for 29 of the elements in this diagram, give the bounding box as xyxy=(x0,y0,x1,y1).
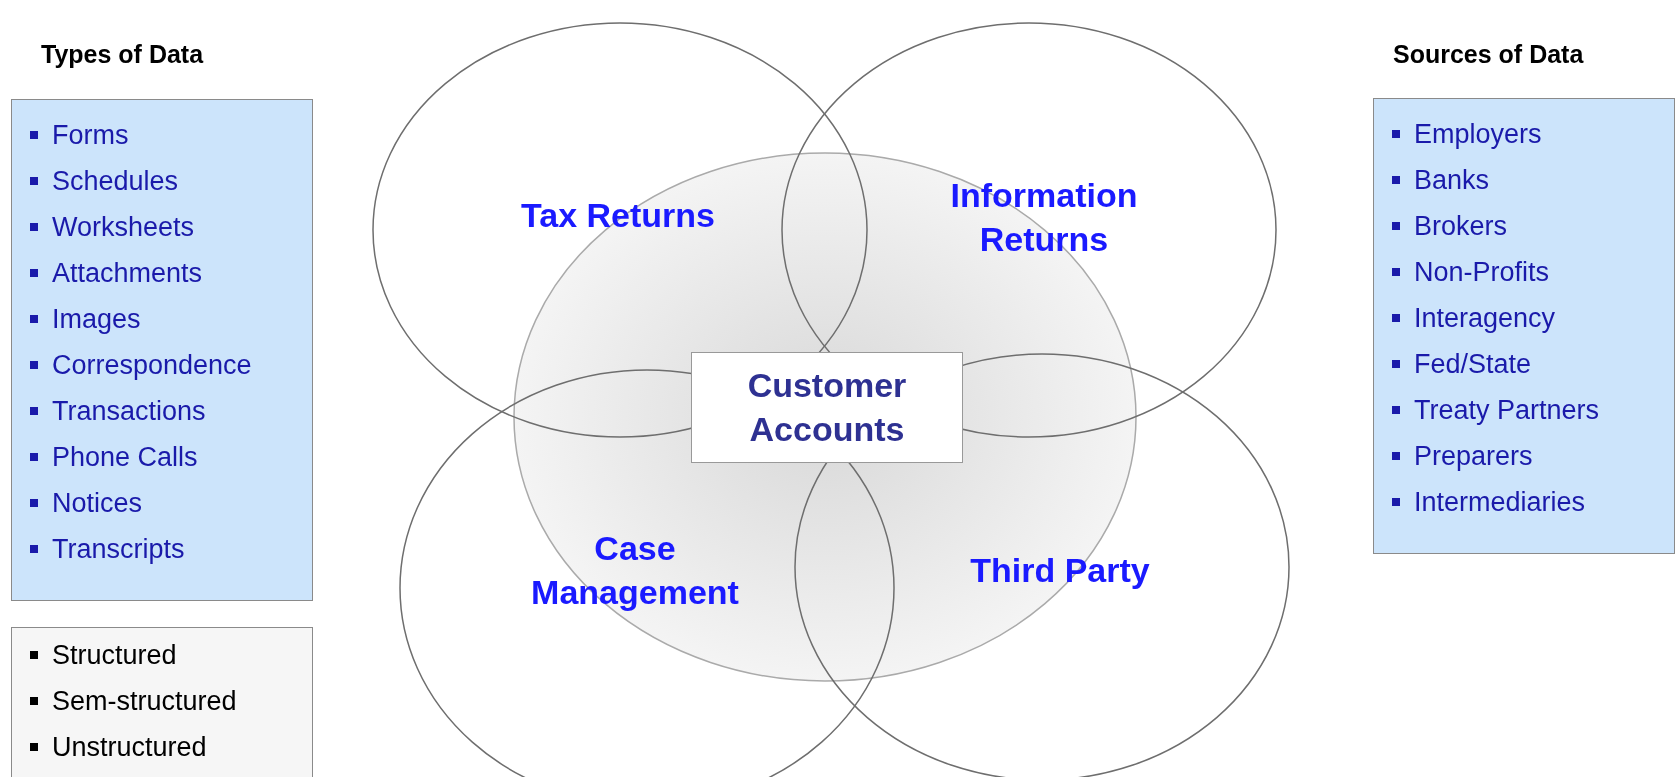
section-heading: Types of Data xyxy=(41,40,204,69)
list-item: Attachments xyxy=(52,257,203,290)
list-item: Worksheets xyxy=(52,211,195,244)
list-item: Phone Calls xyxy=(52,441,198,474)
list-item: Transactions xyxy=(52,395,206,428)
list-item: Banks xyxy=(1414,164,1490,197)
list-item: Structured xyxy=(52,639,177,672)
section-heading: Sources of Data xyxy=(1393,40,1584,69)
list-item: Transcripts xyxy=(52,533,185,566)
list-item: Treaty Partners xyxy=(1414,394,1600,427)
list-item: Unstructured xyxy=(52,731,207,764)
list-item: Sem-structured xyxy=(52,685,237,718)
box-label: Customer Accounts xyxy=(746,365,908,450)
list-item: Schedules xyxy=(52,165,179,198)
list-item: Images xyxy=(52,303,141,336)
list-item: Brokers xyxy=(1414,210,1508,243)
list-item: Preparers xyxy=(1414,440,1533,473)
circle-label: Information Returns xyxy=(949,175,1139,260)
list-item: Forms xyxy=(52,119,129,152)
circle-label: Case Management xyxy=(530,528,740,613)
list-item: Fed/State xyxy=(1414,348,1532,381)
list-item: Correspondence xyxy=(52,349,252,382)
list-item: Notices xyxy=(52,487,143,520)
list-item: Non-Profits xyxy=(1414,256,1550,289)
list-item: Employers xyxy=(1414,118,1542,151)
list-item: Interagency xyxy=(1414,302,1556,335)
circle-label: Third Party xyxy=(969,550,1151,591)
circle-label: Tax Returns xyxy=(520,195,716,236)
list-item: Intermediaries xyxy=(1414,486,1586,519)
